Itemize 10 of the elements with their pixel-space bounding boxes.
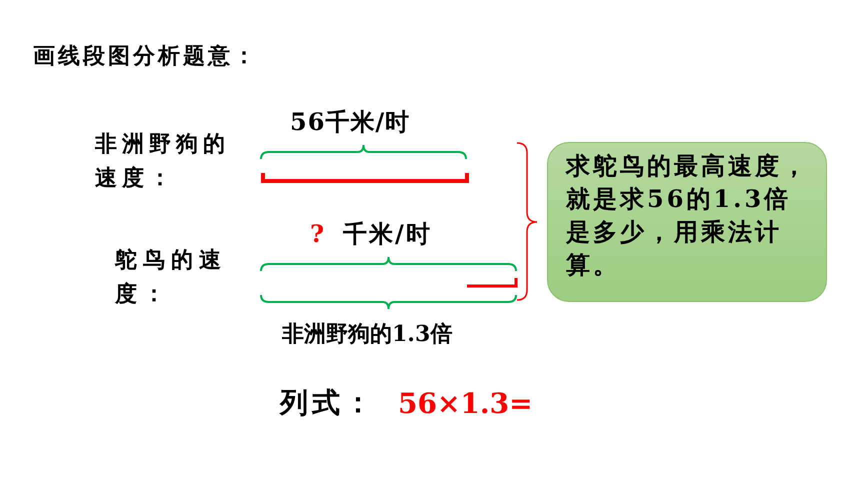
note-box: 求鸵鸟的最高速度，就是求56的1.3倍是多少，用乘法计算。 <box>547 142 827 302</box>
quantity-label: 千米/时 <box>343 218 432 250</box>
unknown-mark: ? <box>310 218 324 250</box>
row-label: 非洲野狗的速度： <box>95 130 231 194</box>
quantity-label: 56千米/时 <box>290 106 410 138</box>
row-label: 鸵鸟的速度： <box>115 246 228 310</box>
brace-label: 非洲野狗的1.3倍 <box>282 320 452 349</box>
equation: 56×1.3= <box>398 386 533 422</box>
title: 画线段图分析题意： <box>33 42 258 71</box>
equation-label: 列式： <box>280 385 376 421</box>
